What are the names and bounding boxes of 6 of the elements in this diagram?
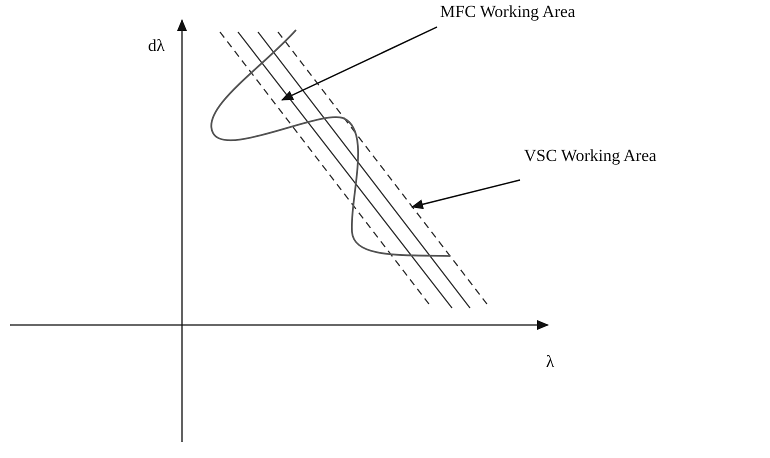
leader-line: [281, 26, 438, 101]
callout-text: MFC Working Area: [440, 2, 576, 22]
axis-label: λ: [546, 352, 554, 372]
callout-text: VSC Working Area: [524, 146, 656, 166]
axis-label: dλ: [148, 36, 165, 56]
leader-line: [411, 179, 520, 210]
